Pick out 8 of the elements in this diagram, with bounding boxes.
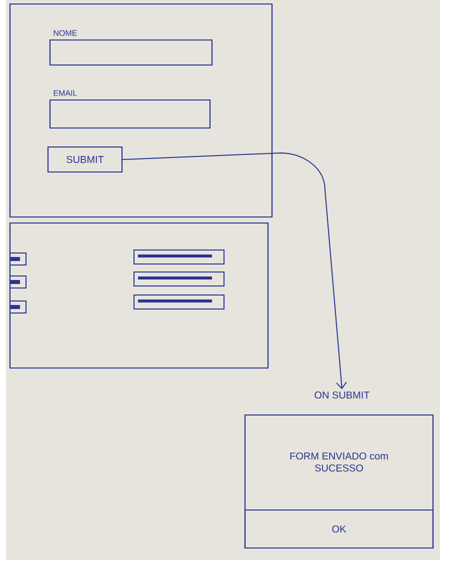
- panel: [9, 222, 269, 369]
- dialog-heading: ON SUBMIT: [314, 391, 370, 399]
- ok-button: OK: [244, 509, 434, 549]
- field-label: NOME: [54, 30, 77, 36]
- panel: [9, 3, 273, 218]
- submit-button: SUBMIT: [47, 146, 123, 173]
- field-label: EMAIL: [54, 90, 77, 96]
- arrow: [122, 152, 347, 390]
